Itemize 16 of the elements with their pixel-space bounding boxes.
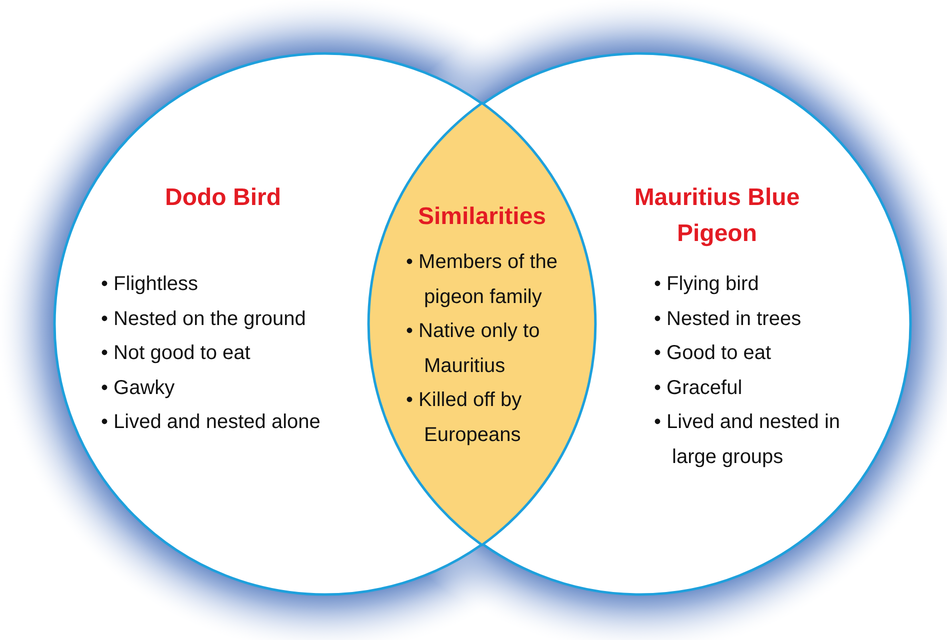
bullet-item: • Gawky — [101, 376, 176, 401]
bullet-item: • Killed off by Europeans — [406, 388, 523, 448]
bullet-item: • Members of the pigeon family — [406, 250, 559, 310]
bullet-item: • Nested on the ground — [101, 306, 307, 332]
bullet-item: • Native only to Mauritius — [406, 319, 541, 379]
bullet-item: • Graceful — [654, 376, 744, 401]
bullet-item: • Good to eat — [654, 341, 772, 366]
bullet-item: • Lived and nested in large groups — [654, 410, 842, 470]
bullet-item: • Not good to eat — [101, 341, 252, 366]
bullet-item: • Nested in trees — [654, 306, 802, 332]
heading: Similarities — [416, 202, 548, 232]
bullet-item: • Flightless — [101, 272, 200, 297]
heading: Dodo Bird — [164, 183, 282, 213]
bullet-item: • Lived and nested alone — [101, 410, 322, 436]
bullet-item: • Flying bird — [654, 272, 760, 297]
heading: Mauritius Blue Pigeon — [633, 183, 801, 249]
